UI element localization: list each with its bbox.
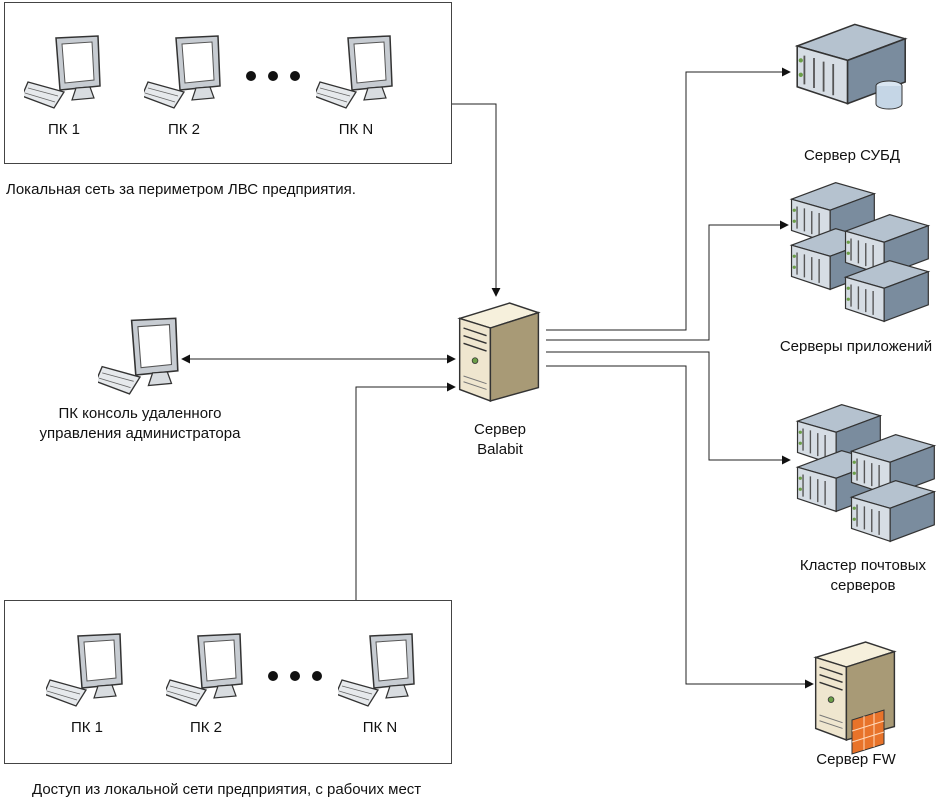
admin-console-label-line2: управления администратора [39,425,241,442]
link-balabit-to-mail [546,351,791,465]
dbms-server-icon [796,23,907,110]
balabit-server-icon [458,302,540,402]
balabit-server-label-line2: Balabit [477,441,523,458]
pc-label: ПК 2 [167,121,201,138]
admin-console-label-line1: ПК консоль удаленного [58,405,222,422]
pc-label: ПК 1 [70,719,104,736]
firewall-server-icon [814,641,896,755]
top-lan-caption: Локальная сеть за периметром ЛВС предпри… [6,181,356,198]
pc-label: ПК N [362,719,398,736]
balabit-server-label-line1: Сервер [473,421,527,438]
fw-server-label: Сервер FW [816,751,896,768]
bottom-lan-caption: Доступ из локальной сети предприятия, с … [32,781,422,798]
link-bottom-lan-to-balabit [355,382,456,600]
admin-pc-icon [98,317,179,395]
pc-label: ПК N [338,121,374,138]
link-top-lan-to-balabit [452,103,501,297]
mail-cluster-label-line2: серверов [830,577,896,594]
top-lan-box [4,2,452,164]
bottom-lan-box [4,600,452,764]
dbms-server-label: Сервер СУБД [803,147,901,164]
mail-servers-cluster-icon [796,403,936,543]
app-servers-label: Серверы приложений [779,338,933,355]
ellipsis-dots [268,671,322,681]
mail-cluster-label-line1: Кластер почтовых [799,557,927,574]
pc-label: ПК 2 [189,719,223,736]
link-balabit-to-apps [546,220,789,341]
link-balabit-to-dbms [546,67,791,331]
link-balabit-to-fw [546,365,814,689]
app-servers-cluster-icon [790,181,930,323]
connectors [181,67,814,689]
pc-label: ПК 1 [47,121,81,138]
ellipsis-dots [246,71,300,81]
